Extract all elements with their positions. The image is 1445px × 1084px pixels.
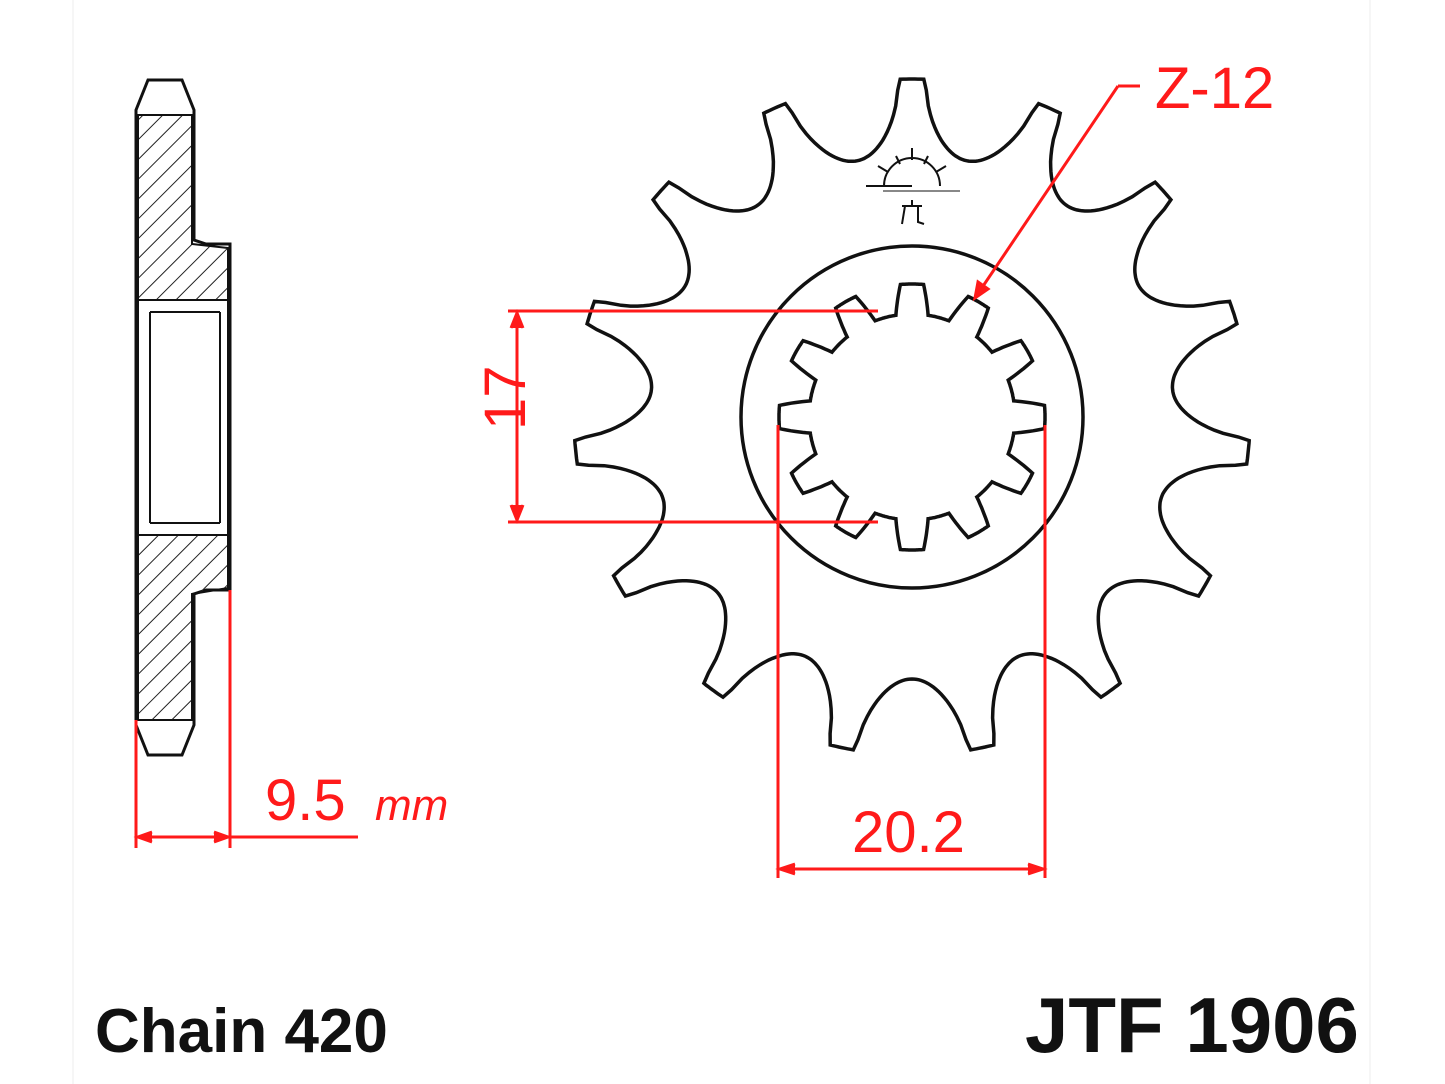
dimension-lines bbox=[133, 84, 1140, 878]
sprocket-outline bbox=[572, 77, 1252, 752]
thickness-value-label: 9.5 bbox=[265, 768, 346, 833]
spline-bore bbox=[777, 282, 1047, 552]
side-profile-view bbox=[134, 78, 232, 757]
chain-label: Chain 420 bbox=[95, 997, 388, 1066]
thickness-unit-label: mm bbox=[375, 781, 448, 830]
brand-logo-icon bbox=[866, 148, 960, 225]
hub-circle bbox=[739, 244, 1085, 590]
part-number-label: JTF 1906 bbox=[1025, 981, 1359, 1069]
tooth-code-label: Z-12 bbox=[1155, 56, 1274, 121]
spline-width-label: 17 bbox=[473, 365, 538, 430]
spline-diameter-label: 20.2 bbox=[852, 800, 965, 865]
